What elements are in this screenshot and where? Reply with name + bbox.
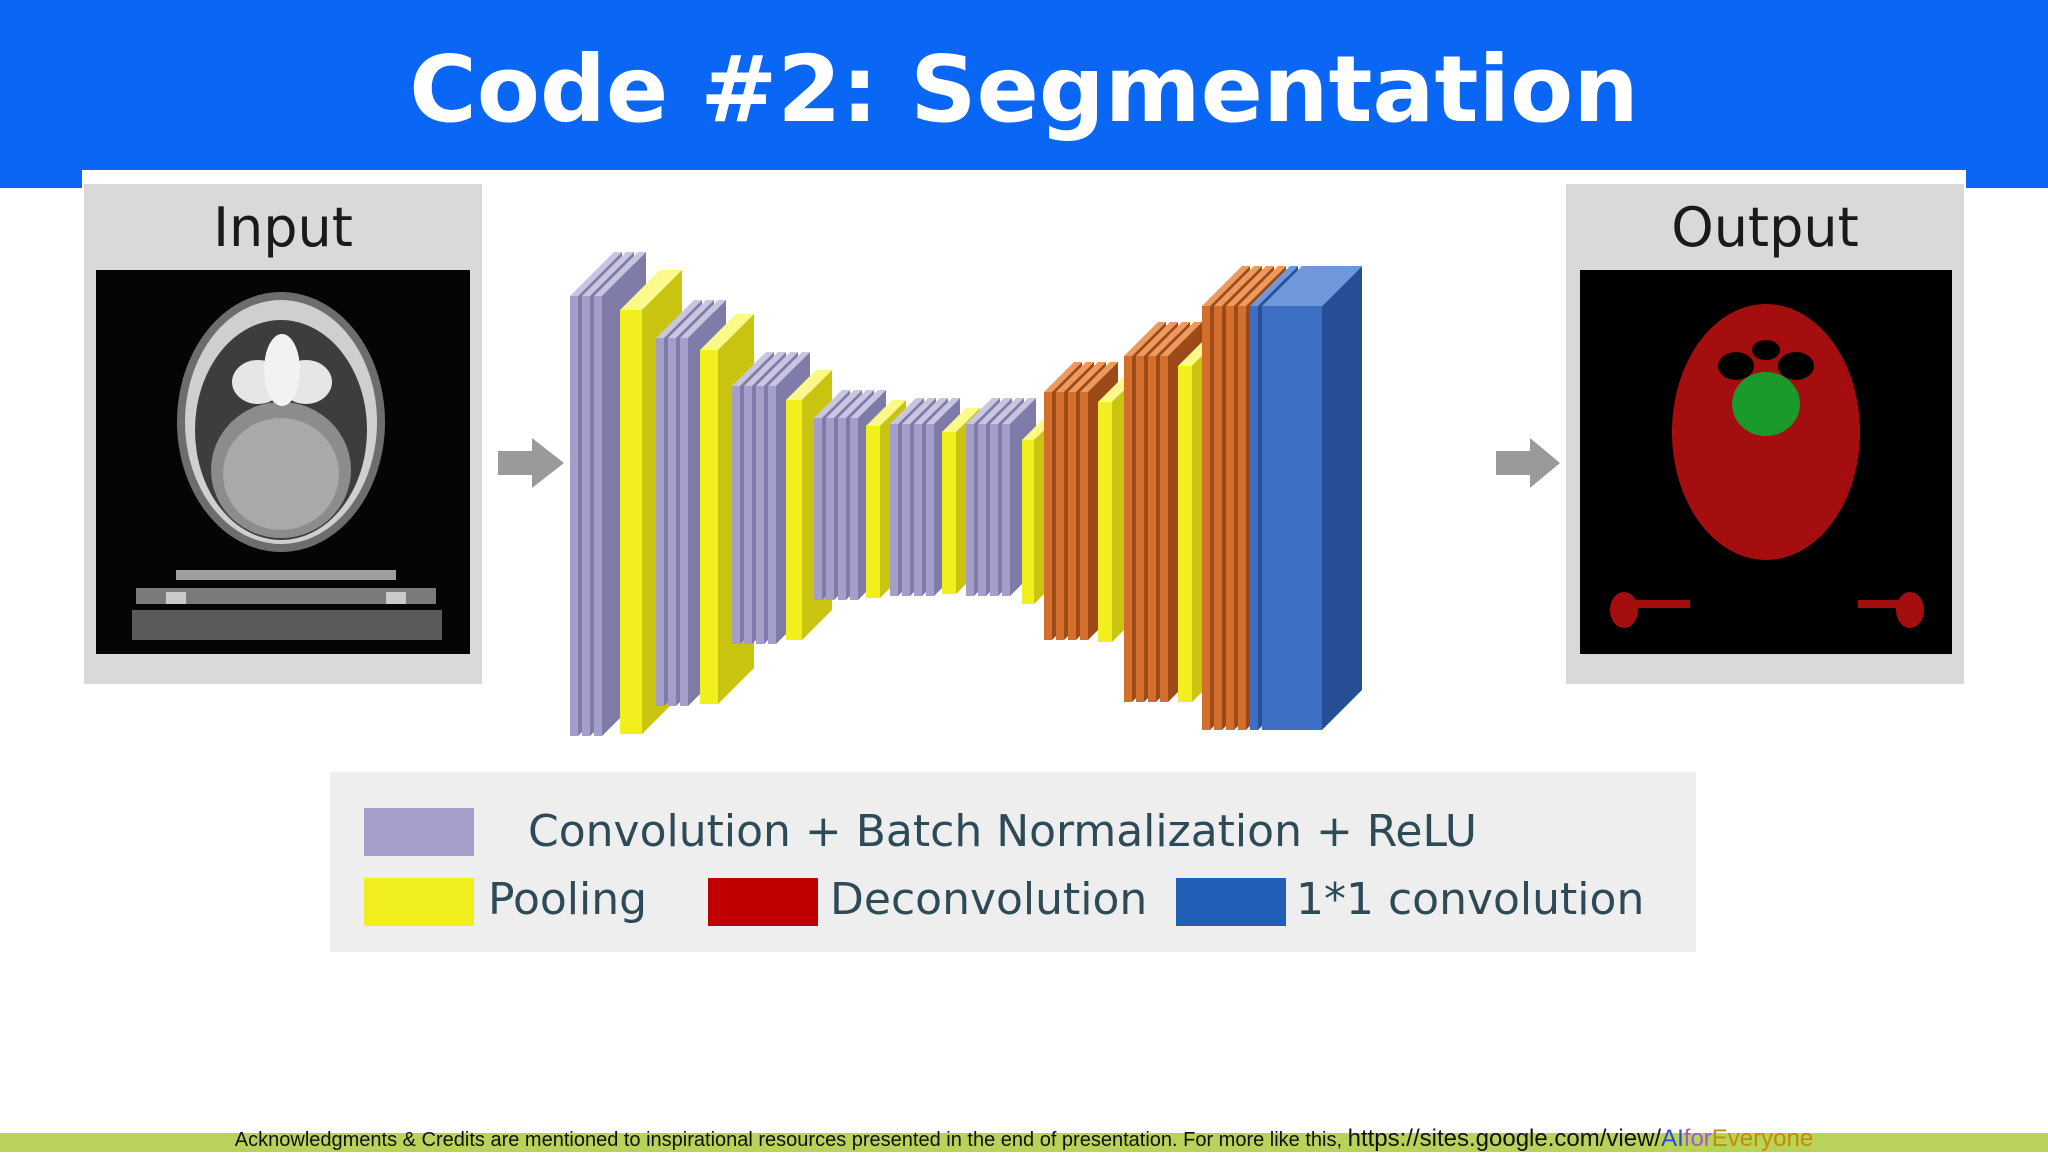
ct-scan-graphic [96, 270, 470, 654]
footer-link[interactable]: https://sites.google.com/view/AIforEvery… [1348, 1125, 1814, 1152]
segmentation-figure: Input Output [82, 170, 1966, 960]
title-bar [0, 0, 2048, 188]
legend-swatch-deconvolution [708, 878, 818, 926]
arrow-network-to-output-icon [1496, 438, 1560, 488]
output-segmentation-image [1580, 270, 1952, 654]
legend-swatch-pooling [364, 878, 474, 926]
legend-swatch-conv-bn-relu [364, 808, 474, 856]
network-architecture-diagram [498, 252, 1560, 736]
segmentation-mask-graphic [1580, 270, 1952, 654]
conv-1x1-layer [1262, 266, 1362, 730]
output-label: Output [1671, 196, 1859, 259]
footer-link-prefix: https://sites.google.com/view/ [1347, 1125, 1662, 1152]
footer-link-for: for [1683, 1125, 1712, 1152]
network-layers [570, 252, 1362, 736]
arrow-input-to-network-icon [498, 438, 564, 488]
footer-link-everyone: Everyone [1711, 1125, 1814, 1152]
input-label: Input [213, 196, 353, 259]
legend-label-pooling: Pooling [488, 874, 648, 925]
legend-label-conv-1x1: 1*1 convolution [1296, 874, 1645, 925]
legend-swatch-conv-1x1 [1176, 878, 1286, 926]
footer-link-ai: AI [1661, 1125, 1684, 1152]
footer-bar [0, 1133, 2048, 1152]
footer-credits: Acknowledgments & Credits are mentioned … [0, 1126, 2048, 1153]
legend: Convolution + Batch Normalization + ReLU… [330, 772, 1696, 952]
input-panel: Input [84, 184, 482, 684]
slide-title: Code #2: Segmentation [409, 36, 1639, 143]
input-ct-scan-image [96, 270, 470, 654]
legend-label-deconvolution: Deconvolution [830, 874, 1148, 925]
footer-credits-text: Acknowledgments & Credits are mentioned … [234, 1129, 1348, 1151]
legend-label-conv-bn-relu: Convolution + Batch Normalization + ReLU [528, 806, 1477, 857]
output-panel: Output [1566, 184, 1964, 684]
